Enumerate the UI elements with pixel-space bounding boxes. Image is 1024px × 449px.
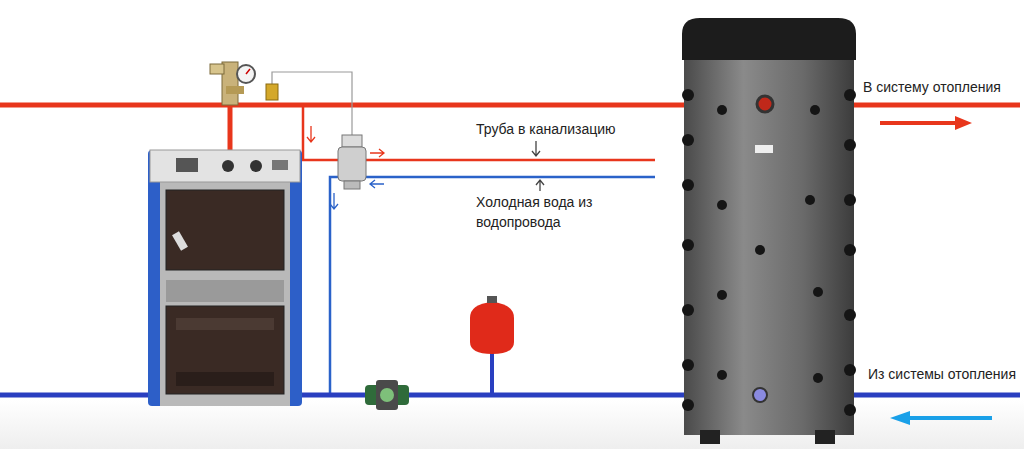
- scheme-part: [237, 65, 255, 83]
- scheme-part: [717, 200, 727, 210]
- thermal-valve: [338, 135, 366, 189]
- scheme-part: [342, 135, 362, 147]
- circulation-pump: [365, 380, 409, 410]
- scheme-part: [307, 126, 315, 142]
- scheme-part: [370, 149, 384, 157]
- scheme-part: [166, 190, 284, 270]
- scheme-part: [844, 364, 856, 376]
- scheme-part: [490, 352, 494, 395]
- scheme-part: [246, 69, 250, 74]
- scheme-part: [813, 287, 823, 297]
- scheme-part: [844, 89, 856, 101]
- scheme-part: [166, 306, 284, 394]
- buffer-tank: [682, 18, 856, 444]
- scheme-part: [176, 372, 274, 386]
- scheme-part: [717, 105, 727, 115]
- scheme-part: [753, 388, 767, 402]
- scheme-part: [755, 145, 773, 153]
- scheme-part: [880, 116, 972, 130]
- scheme-part: [682, 89, 694, 101]
- outflow-label: В систему отопления: [861, 77, 1003, 97]
- scheme-part: [148, 150, 302, 406]
- scheme-part: [166, 280, 284, 302]
- scheme-part: [330, 193, 338, 209]
- return-label: Из системы отопления: [866, 364, 1018, 384]
- scheme-part: [805, 195, 815, 205]
- scheme-part: [682, 239, 694, 251]
- sensor-line: [272, 72, 352, 135]
- scheme-part: [810, 105, 820, 115]
- scheme-part: [717, 290, 727, 300]
- scheme-part: [222, 160, 234, 172]
- scheme-part: [682, 179, 694, 191]
- scheme-part: [370, 180, 384, 188]
- scheme-part: [344, 181, 360, 189]
- scheme-part: [365, 385, 409, 405]
- scheme-part: [844, 244, 856, 256]
- scheme-part: [210, 64, 224, 74]
- cold-water-label: Холодная вода из водопровода: [474, 192, 653, 232]
- scheme-part: [682, 399, 694, 411]
- scheme-part: [844, 139, 856, 151]
- scheme-part: [150, 150, 300, 182]
- scheme-part: [890, 411, 992, 425]
- floor: [0, 400, 1024, 449]
- scheme-part: [330, 177, 655, 395]
- scheme-part: [380, 388, 394, 402]
- scheme-part: [176, 318, 274, 330]
- scheme-part: [160, 150, 290, 406]
- scheme-part: [844, 309, 856, 321]
- scheme-part: [272, 160, 288, 170]
- scheme-part: [815, 430, 835, 444]
- scheme-part: [338, 147, 366, 181]
- scheme-part: [536, 180, 544, 191]
- scheme-part: [0, 103, 1020, 108]
- scheme-part: [844, 404, 856, 416]
- scheme-part: [226, 86, 244, 94]
- scheme-part: [813, 373, 823, 383]
- drain-label: Труба в канализацию: [474, 119, 618, 139]
- scheme-part: [682, 304, 694, 316]
- scheme-part: [376, 380, 398, 410]
- safety-group: [210, 62, 278, 105]
- supply-pipe: [0, 105, 1020, 152]
- scheme-part: [684, 40, 854, 435]
- scheme-part: [228, 105, 233, 152]
- scheme-part: [755, 245, 765, 255]
- scheme-part: [470, 302, 514, 354]
- scheme-part: [682, 18, 856, 60]
- scheme-part: [176, 158, 198, 172]
- scheme-part: [172, 231, 188, 251]
- scheme-part: [757, 96, 773, 112]
- scheme-part: [266, 84, 278, 100]
- scheme-part: [532, 141, 540, 156]
- scheme-part: [682, 134, 694, 146]
- boiler: [148, 150, 302, 406]
- scheme-part: [717, 370, 727, 380]
- scheme-part: [682, 89, 856, 416]
- scheme-part: [250, 160, 262, 172]
- scheme-part: [487, 296, 497, 303]
- scheme-part: [682, 359, 694, 371]
- cold-water-pipe: [330, 177, 655, 395]
- expansion-tank: [470, 296, 514, 395]
- scheme-part: [844, 194, 856, 206]
- scheme-part: [700, 430, 720, 444]
